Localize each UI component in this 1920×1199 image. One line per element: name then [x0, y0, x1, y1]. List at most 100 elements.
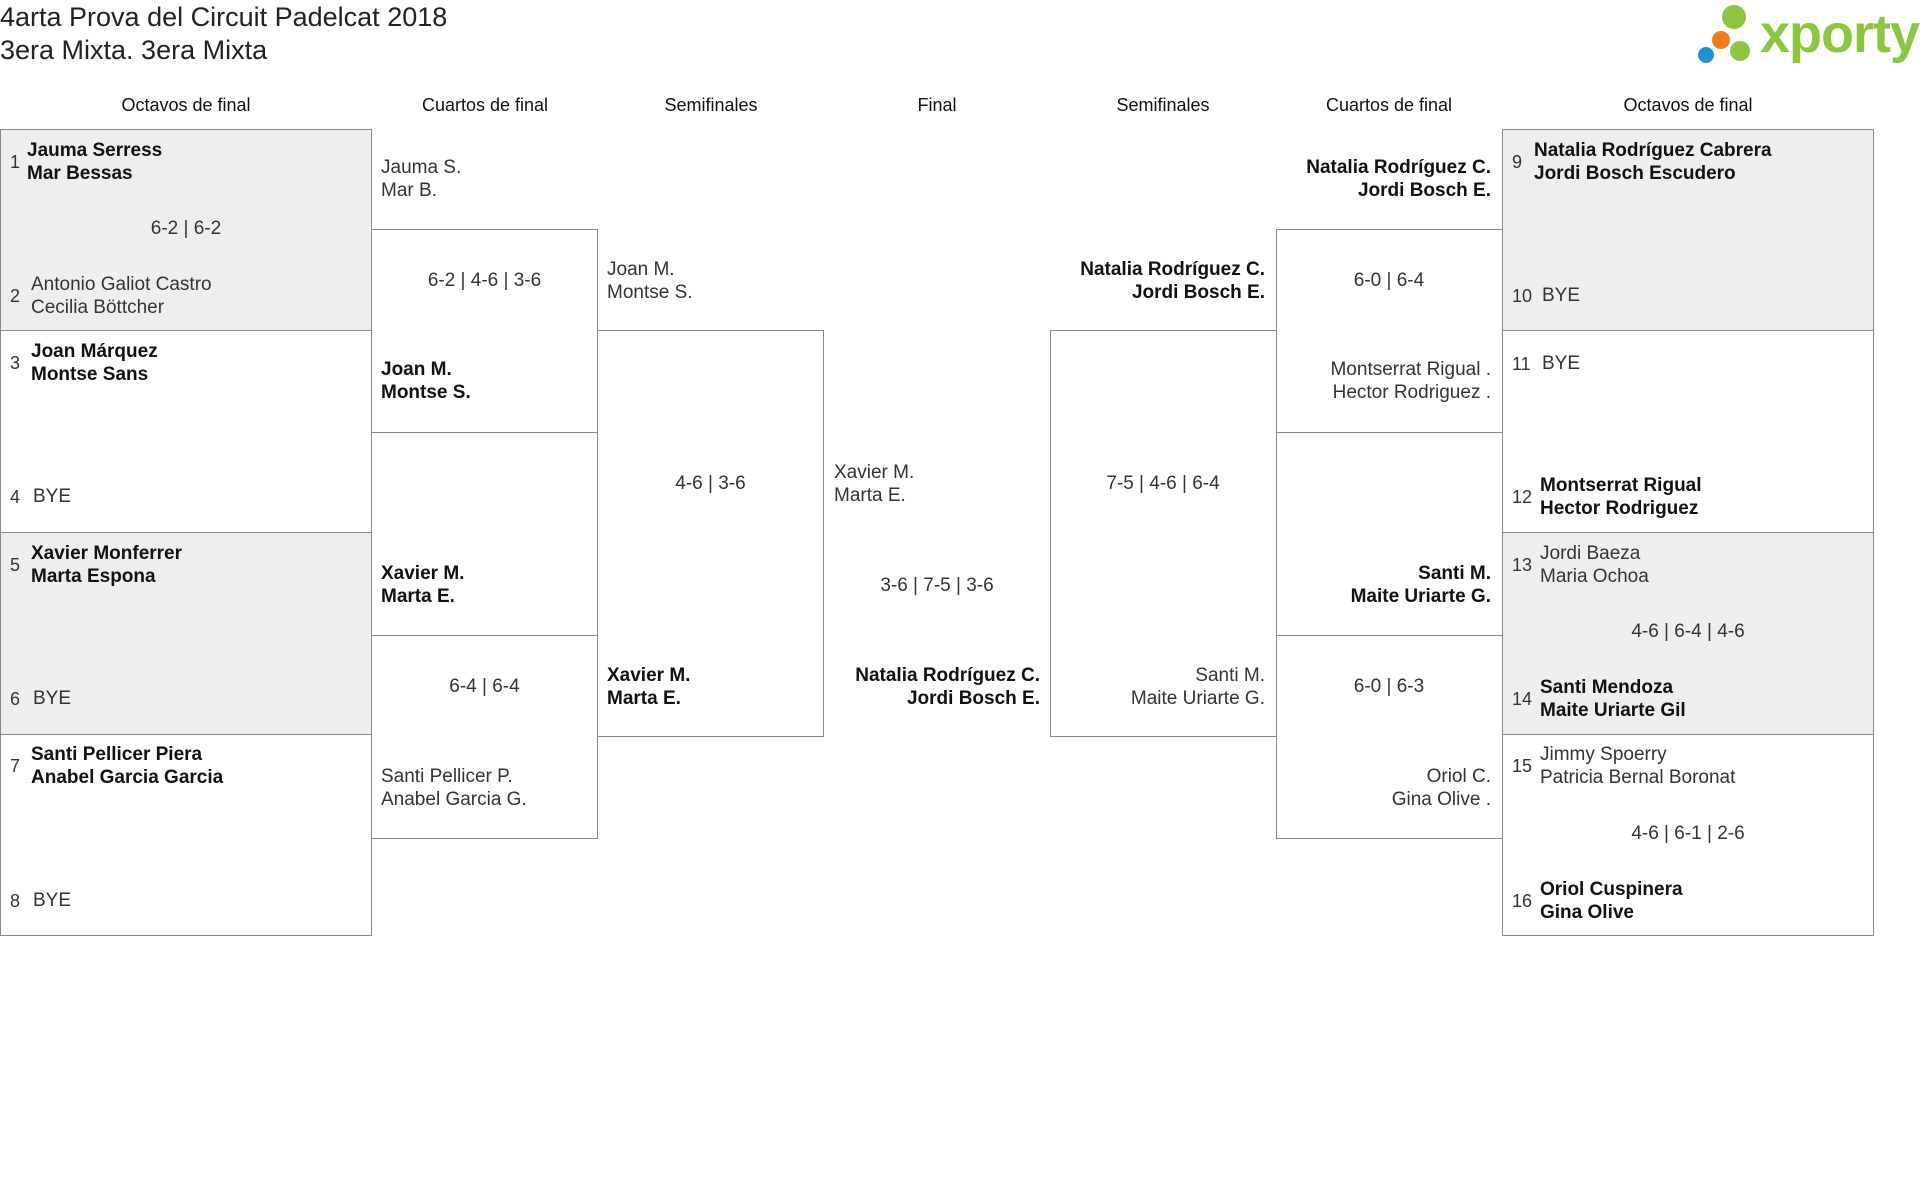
- player-name: Santi Pellicer Piera: [31, 744, 203, 765]
- player-pair: Antonio Galiot Castro Cecilia Böttcher: [31, 273, 212, 319]
- player-name: Patricia Bernal Boronat: [1540, 767, 1736, 788]
- player-name: BYE: [33, 688, 72, 709]
- sf-pair: Joan M. Montse S.: [607, 258, 693, 304]
- seed-number: 14: [1512, 689, 1533, 709]
- qf-pair: Xavier M. Marta E.: [381, 562, 464, 608]
- player-name: Joan M.: [381, 359, 452, 380]
- player-pair: Jordi Baeza Maria Ochoa: [1540, 542, 1649, 588]
- player-name: Marta Espona: [31, 566, 156, 587]
- logo-dot-orange: [1712, 31, 1730, 49]
- player-name: Maria Ochoa: [1540, 566, 1649, 587]
- player-name: Montse Sans: [31, 364, 149, 385]
- logo-dot-green: [1722, 5, 1746, 29]
- player-name: Natalia Rodríguez C.: [1306, 157, 1491, 178]
- match-score: 4-6 | 6-4 | 4-6: [1631, 621, 1745, 642]
- logo-dot-blue: [1698, 47, 1714, 63]
- player-name: Natalia Rodríguez C.: [855, 665, 1040, 686]
- player-name: Hector Rodriguez .: [1332, 382, 1491, 403]
- qf-match-left-bottom: [371, 635, 598, 839]
- match-score: 6-2 | 4-6 | 3-6: [427, 270, 542, 291]
- player-pair: BYE: [33, 687, 71, 710]
- player-name: BYE: [33, 486, 72, 507]
- r16-match-1: [0, 129, 372, 331]
- player-pair: Natalia Rodríguez Cabrera Jordi Bosch Es…: [1534, 139, 1772, 185]
- match-score: 7-5 | 4-6 | 6-4: [1106, 473, 1220, 494]
- seed-number: 2: [10, 286, 21, 306]
- final-pair-top: Xavier M. Marta E.: [834, 461, 914, 507]
- qf-pair: Jauma S. Mar B.: [381, 156, 461, 202]
- player-name: Joan M.: [607, 259, 675, 280]
- player-pair: Jauma Serress Mar Bessas: [27, 139, 162, 185]
- player-name: Montserrat Rigual .: [1330, 359, 1491, 380]
- final-pair-bottom: Natalia Rodríguez C. Jordi Bosch E.: [855, 664, 1040, 710]
- match-score: 4-6 | 6-1 | 2-6: [1631, 823, 1745, 844]
- seed-number: 13: [1512, 555, 1533, 575]
- player-name: Natalia Rodríguez C.: [1080, 259, 1265, 280]
- seed-number: 10: [1512, 286, 1533, 306]
- player-name: Oriol C.: [1426, 766, 1491, 787]
- player-name: Montse S.: [381, 382, 471, 403]
- qf-pair: Oriol C. Gina Olive .: [1392, 765, 1491, 811]
- qf-match-left-top: [371, 229, 598, 433]
- sf-match-left: [597, 330, 824, 737]
- player-pair: Oriol Cuspinera Gina Olive: [1540, 878, 1683, 924]
- player-pair: Montserrat Rigual Hector Rodriguez: [1540, 474, 1702, 520]
- round-header-right-qf: Cuartos de final: [1325, 95, 1453, 115]
- round-header-left-qf: Cuartos de final: [421, 95, 549, 115]
- player-name: Hector Rodriguez: [1540, 498, 1699, 519]
- logo-wordmark: xporty: [1760, 4, 1920, 64]
- player-name: Jordi Bosch E.: [906, 688, 1040, 709]
- category-subtitle: 3era Mixta. 3era Mixta: [0, 35, 268, 65]
- qf-pair: Montserrat Rigual . Hector Rodriguez .: [1330, 358, 1491, 404]
- seed-number: 5: [10, 555, 21, 575]
- player-name: Mar B.: [381, 180, 437, 201]
- seed-number: 15: [1512, 756, 1533, 776]
- player-name: Xavier Monferrer: [31, 543, 183, 564]
- player-name: Xavier M.: [607, 665, 691, 686]
- final-score: 3-6 | 7-5 | 3-6: [880, 575, 994, 596]
- player-name: Xavier M.: [381, 563, 465, 584]
- seed-number: 8: [10, 891, 21, 911]
- qf-pair: Natalia Rodríguez C. Jordi Bosch E.: [1306, 156, 1491, 202]
- player-name: BYE: [33, 890, 72, 911]
- seed-number: 4: [10, 487, 21, 507]
- round-header-left-r16: Octavos de final: [121, 95, 251, 115]
- round-header-left-sf: Semifinales: [664, 95, 758, 115]
- player-pair: BYE: [1542, 284, 1580, 307]
- player-name: Maite Uriarte Gil: [1540, 700, 1686, 721]
- player-name: Montse S.: [607, 282, 693, 303]
- player-name: Marta E.: [834, 485, 906, 506]
- player-name: Jauma S.: [381, 157, 462, 178]
- r16-match-7: [1502, 532, 1874, 735]
- player-name: Xavier M.: [834, 462, 915, 483]
- player-name: Jauma Serress: [27, 140, 163, 161]
- seed-number: 11: [1512, 354, 1531, 374]
- player-name: Marta E.: [607, 688, 681, 709]
- xporty-logo: xporty: [1690, 3, 1920, 69]
- seed-number: 6: [10, 689, 21, 709]
- match-score: 4-6 | 3-6: [675, 473, 746, 494]
- sf-pair: Santi M. Maite Uriarte G.: [1131, 664, 1265, 710]
- seed-number: 9: [1512, 152, 1523, 172]
- player-name: Anabel Garcia Garcia: [31, 767, 224, 788]
- seed-number: 12: [1512, 487, 1533, 507]
- player-name: Natalia Rodríguez Cabrera: [1534, 140, 1772, 161]
- round-header-final: Final: [917, 95, 957, 115]
- player-name: BYE: [1542, 353, 1581, 374]
- player-pair: Santi Pellicer Piera Anabel Garcia Garci…: [31, 743, 223, 789]
- player-name: Cecilia Böttcher: [31, 297, 165, 318]
- player-name: Montserrat Rigual: [1540, 475, 1702, 496]
- match-score: 6-2 | 6-2: [150, 218, 222, 239]
- qf-match-right-bottom: [1276, 635, 1503, 839]
- player-name: Antonio Galiot Castro: [31, 274, 212, 295]
- player-name: Santi Pellicer P.: [381, 766, 513, 787]
- player-pair: Santi Mendoza Maite Uriarte Gil: [1540, 676, 1686, 722]
- seed-number: 16: [1512, 891, 1533, 911]
- player-name: Gina Olive: [1540, 902, 1634, 923]
- seed-number: 3: [10, 353, 21, 373]
- player-name: Santi Mendoza: [1540, 677, 1674, 698]
- qf-pair: Santi M. Maite Uriarte G.: [1351, 562, 1491, 608]
- r16-match-5: [1502, 129, 1874, 331]
- player-name: Gina Olive .: [1391, 789, 1491, 810]
- match-score: 6-4 | 6-4: [449, 676, 520, 697]
